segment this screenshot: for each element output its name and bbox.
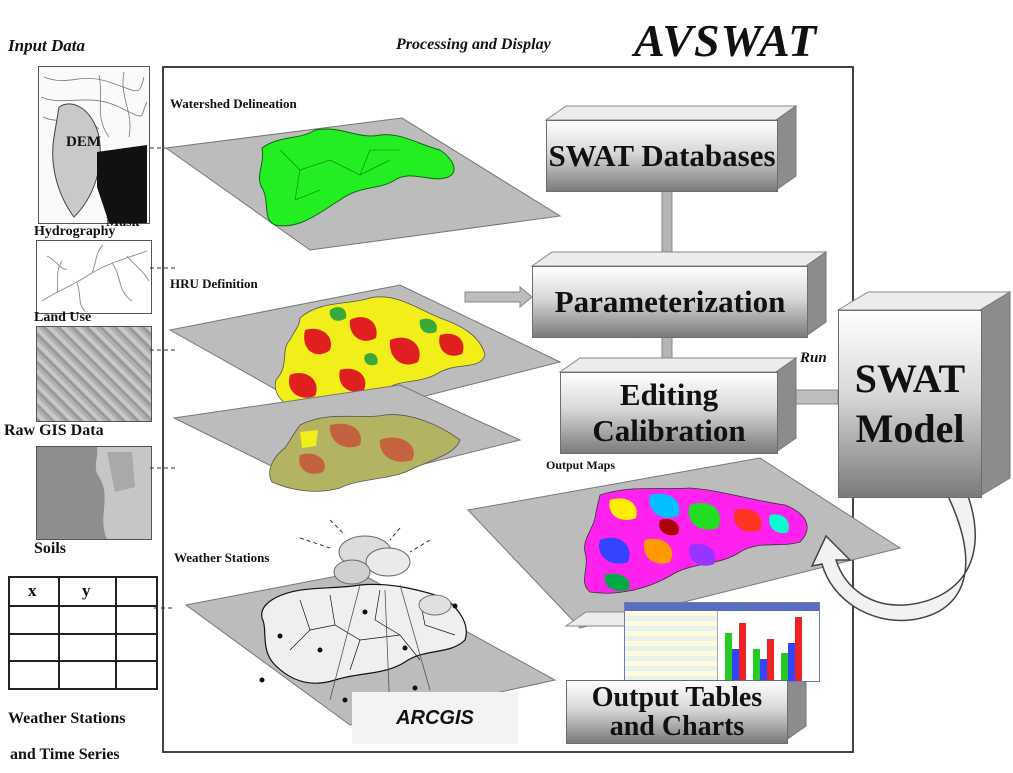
- output-tables-line1: Output Tables: [591, 681, 763, 713]
- watershed-shape: [258, 128, 455, 227]
- table-header-y: y: [82, 581, 91, 600]
- raw-gis-label: Raw GIS Data: [4, 422, 104, 439]
- dem-label: DEM: [66, 134, 101, 150]
- weather-subbasins-map: [261, 583, 467, 684]
- parameterization-box: Parameterization: [532, 266, 808, 338]
- weather-label: Weather Stations: [174, 550, 270, 565]
- weather-ts-line2: and Time Series: [10, 746, 120, 763]
- soils-map-icon: [95, 447, 151, 539]
- processing-display-heading: Processing and Display: [396, 36, 551, 53]
- output-charts-thumbnail: [624, 602, 820, 682]
- output-tables-box: Output Tables and Charts: [566, 680, 788, 744]
- watershed-label: Watershed Delineation: [170, 96, 297, 111]
- river-network-icon: [41, 244, 150, 312]
- dem-thumbnail: [38, 66, 150, 224]
- editing-calibration-box: Editing Calibration: [560, 372, 778, 454]
- calibration-label: Calibration: [592, 413, 746, 448]
- arcgis-label: ARCGIS: [396, 706, 474, 729]
- land-use-thumbnail: [36, 326, 152, 422]
- weather-ts-line1: Weather Stations: [8, 710, 126, 727]
- soils-thumbnail: [36, 446, 152, 540]
- table-header-x: x: [28, 581, 37, 600]
- model-output-arrow: [810, 495, 976, 622]
- input-data-heading: Input Data: [8, 36, 85, 55]
- app-title: AVSWAT: [634, 15, 818, 66]
- hru-label: HRU Definition: [170, 276, 258, 291]
- time-series-table: x y: [8, 576, 158, 690]
- hydrography-thumbnail: [36, 240, 152, 314]
- bar-chart-icon: [725, 617, 802, 681]
- swat-model-line2: Model: [855, 406, 965, 451]
- output-maps-label: Output Maps: [546, 458, 616, 472]
- swat-model-line1: SWAT: [854, 356, 966, 401]
- soils-label: Soils: [34, 540, 67, 557]
- editing-label: Editing: [619, 377, 719, 413]
- output-tables-line2: and Charts: [609, 711, 745, 742]
- run-label: Run: [800, 350, 827, 366]
- mask-label: Mask: [106, 215, 140, 230]
- swat-databases-label: SWAT Databases: [548, 138, 776, 174]
- arcgis-badge: ARCGIS: [352, 692, 518, 744]
- swat-databases-box: SWAT Databases: [546, 120, 778, 192]
- land-use-label: Land Use: [34, 310, 92, 325]
- swat-model-box: SWAT Model: [838, 310, 982, 498]
- dem-map-icon: [40, 71, 148, 223]
- hydrography-label: Hydrography: [34, 224, 116, 239]
- parameterization-label: Parameterization: [554, 284, 786, 320]
